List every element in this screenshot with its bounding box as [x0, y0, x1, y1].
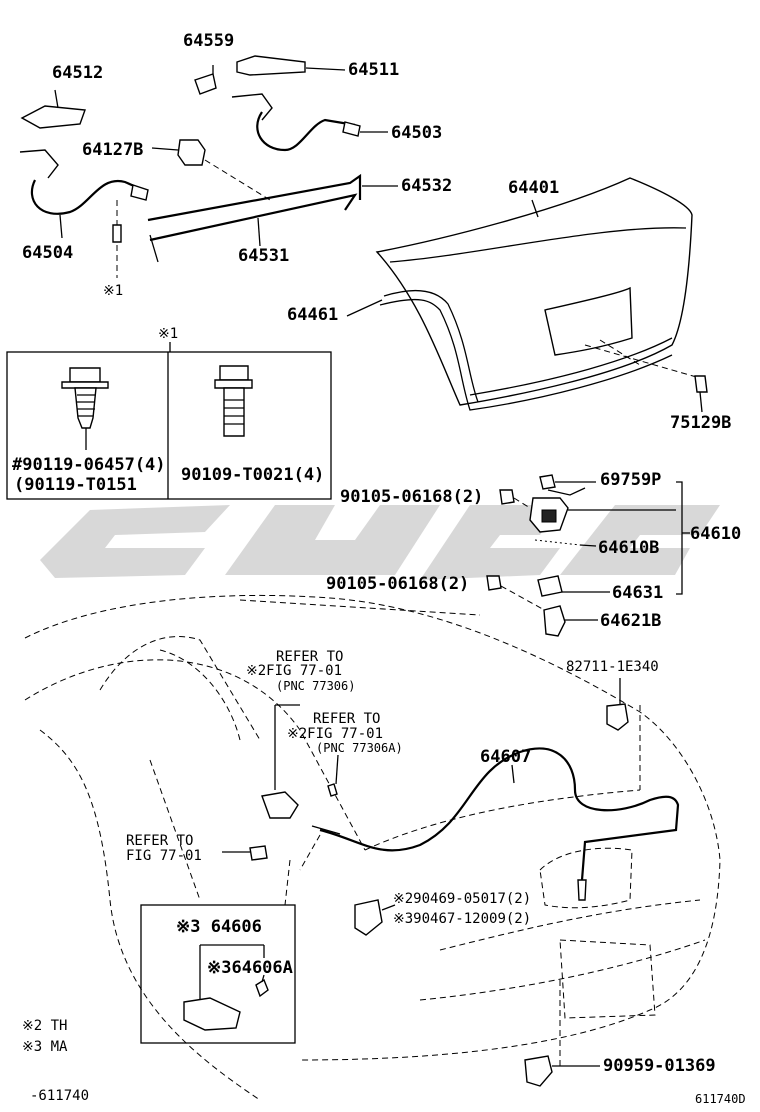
- label-bolt-a1: #90119-06457(4): [12, 455, 166, 475]
- label-64511: 64511: [348, 60, 400, 80]
- label-64503: 64503: [391, 123, 443, 143]
- bolt-detail-box: [6, 342, 332, 500]
- label-ref1-l3: (PNC 77306): [276, 679, 356, 693]
- label-ref2-l1: REFER TO: [313, 711, 381, 727]
- lock-assembly: [486, 474, 690, 637]
- label-64559: 64559: [183, 31, 235, 51]
- label-64512: 64512: [52, 63, 104, 83]
- hinge-assembly: [19, 55, 398, 278]
- trunk-lid: [346, 177, 708, 413]
- label-64621B: 64621B: [600, 611, 662, 631]
- label-bolt-mark: ※1: [103, 283, 124, 299]
- label-bolt-upper: 90105-06168(2): [340, 487, 484, 507]
- legend-ma: ※3 MA: [22, 1039, 68, 1055]
- release-cable: [222, 678, 680, 1087]
- watermark: [40, 505, 720, 580]
- legend-th: ※2 TH: [22, 1018, 68, 1034]
- label-ref2-l2: ※2FIG 77-01: [287, 726, 384, 742]
- label-clip1: ※290469-05017(2): [393, 891, 532, 907]
- label-ref2-l3: (PNC 77306A): [316, 741, 403, 755]
- label-64532: 64532: [401, 176, 453, 196]
- figure-code-right: 611740D: [695, 1092, 746, 1106]
- label-bolt-b: 90109-T0021(4): [181, 465, 325, 485]
- label-clip2: ※390467-12009(2): [393, 911, 532, 927]
- lever-detail-box: [140, 904, 296, 1044]
- label-64610: 64610: [690, 524, 742, 544]
- label-64401: 64401: [508, 178, 560, 198]
- label-64607: 64607: [480, 747, 532, 767]
- label-bolt-lower: 90105-06168(2): [326, 574, 470, 594]
- label-64610B: 64610B: [598, 538, 660, 558]
- label-64606A: ※364606A: [207, 958, 293, 978]
- label-ref3-l1: REFER TO: [126, 833, 194, 849]
- label-64127B: 64127B: [82, 140, 144, 160]
- label-ref1-l1: REFER TO: [276, 649, 344, 665]
- label-82711: 82711-1E340: [566, 659, 659, 675]
- label-90959: 90959-01369: [603, 1056, 716, 1076]
- label-bolt-a2: (90119-T0151: [14, 475, 137, 495]
- label-69759P: 69759P: [600, 470, 662, 490]
- label-64461: 64461: [287, 305, 339, 325]
- label-64531: 64531: [238, 246, 290, 266]
- label-box-mark: ※1: [158, 326, 179, 342]
- label-ref3-l2: FIG 77-01: [126, 848, 202, 864]
- label-64504: 64504: [22, 243, 74, 263]
- figure-code-left: -611740: [30, 1088, 90, 1104]
- label-64631: 64631: [612, 583, 664, 603]
- label-75129B: 75129B: [670, 413, 732, 433]
- label-64606: ※3 64606: [176, 917, 262, 937]
- car-body: [24, 594, 721, 1101]
- label-ref1-l2: ※2FIG 77-01: [246, 663, 343, 679]
